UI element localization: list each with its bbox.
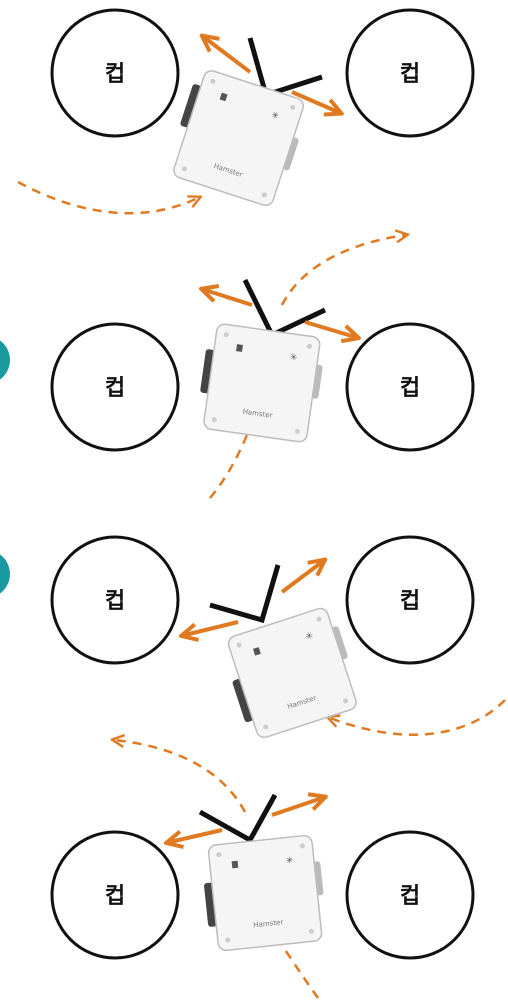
cup-icon [345, 322, 475, 452]
cup-left: 컵 [50, 322, 180, 452]
arrow-icon [205, 290, 253, 307]
cup-label: 컵 [400, 376, 420, 401]
svg-text:✳: ✳ [305, 631, 316, 643]
teal-marker-1 [0, 340, 10, 380]
motion-path [280, 235, 405, 306]
panel-3: 컵 컵 ✳ Hamster [50, 535, 506, 739]
motion-path [330, 699, 506, 736]
cup-icon [345, 830, 475, 960]
panel-1: 컵 컵 ✳ Hamster [17, 8, 475, 215]
cup-label: 컵 [105, 376, 125, 401]
cup-label: 컵 [400, 62, 420, 87]
arrow-icon [291, 90, 338, 112]
motion-path [17, 180, 198, 215]
robot-icon: ✳ Hamster [204, 834, 324, 952]
arrow-icon [304, 320, 355, 337]
cup-label: 컵 [105, 589, 125, 614]
cup-label: 컵 [400, 884, 420, 909]
svg-text:✳: ✳ [270, 110, 281, 122]
motion-path [209, 422, 252, 499]
cup-right: 컵 [345, 322, 475, 452]
motion-path [115, 740, 247, 813]
arrow-icon [185, 620, 239, 635]
cup-left: 컵 [50, 535, 180, 665]
cup-icon [50, 830, 180, 960]
cup-icon [50, 8, 180, 138]
arrow-icon [170, 828, 223, 842]
cup-label: 컵 [105, 62, 125, 87]
robot-icon: ✳ Hamster [173, 70, 305, 207]
cup-right: 컵 [345, 535, 475, 665]
teal-marker-2 [0, 554, 10, 594]
cup-right: 컵 [345, 8, 475, 138]
cup-icon [50, 535, 180, 665]
arrow-icon [205, 38, 252, 74]
svg-text:✳: ✳ [289, 353, 298, 364]
cup-label: 컵 [400, 589, 420, 614]
arrow-icon [271, 798, 322, 817]
robot-icon: ✳ Hamster [227, 607, 357, 739]
panel-2: 컵 컵 ✳ Hamster [50, 235, 475, 499]
cup-label: 컵 [105, 884, 125, 909]
sensor-v [170, 795, 322, 842]
sensor-v [185, 562, 322, 635]
cup-icon [50, 322, 180, 452]
cup-left: 컵 [50, 830, 180, 960]
robot-icon: ✳ Hamster [200, 323, 323, 443]
svg-text:✳: ✳ [285, 856, 294, 867]
robot-brand: Hamster [253, 918, 284, 929]
arrow-icon [280, 562, 322, 594]
panel-4: 컵 컵 ✳ Hamster [50, 740, 475, 999]
cup-right: 컵 [345, 830, 475, 960]
cup-icon [345, 535, 475, 665]
cup-icon [345, 8, 475, 138]
cup-left: 컵 [50, 8, 180, 138]
